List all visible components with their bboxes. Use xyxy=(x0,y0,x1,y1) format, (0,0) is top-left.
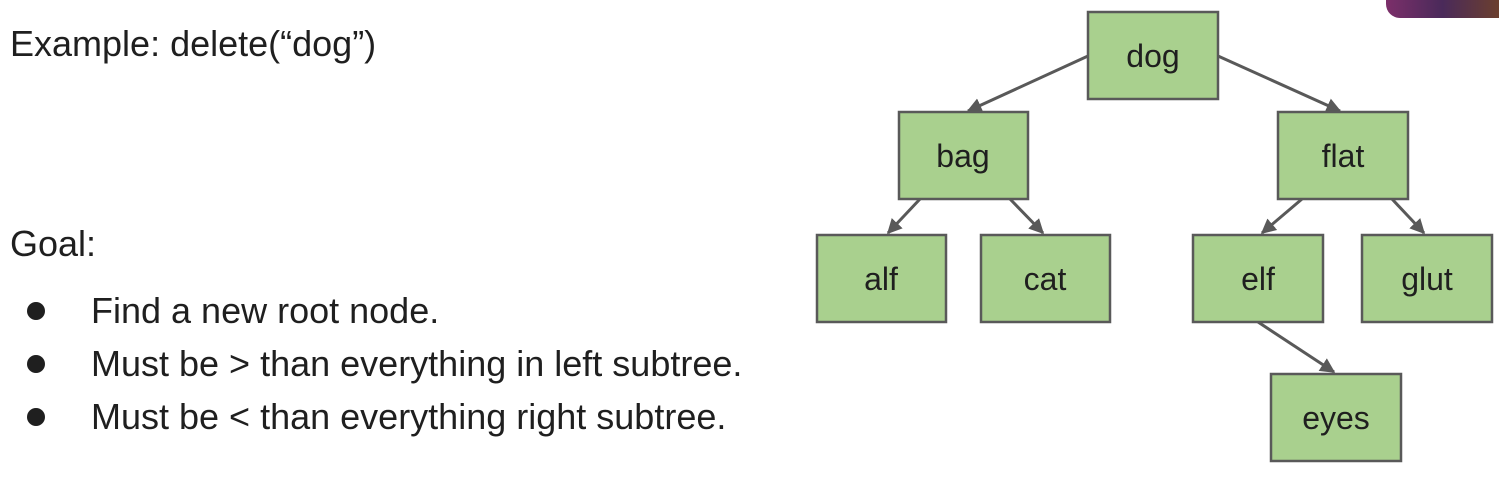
edge-flat-glut xyxy=(1390,197,1426,235)
tree-node-glut: glut xyxy=(1360,233,1494,324)
bullet-dot-icon xyxy=(27,302,45,320)
edge-dog-bag xyxy=(966,54,1089,113)
bullet-dot-icon xyxy=(27,355,45,373)
tree-node-bag: bag xyxy=(897,110,1030,201)
tree-node-elf: elf xyxy=(1191,233,1325,324)
bullet-dot-icon xyxy=(27,408,45,426)
edge-flat-elf xyxy=(1260,197,1303,235)
tree-node-eyes: eyes xyxy=(1269,372,1403,463)
bullet-text: Must be > than everything in left subtre… xyxy=(91,343,743,384)
tree-edges xyxy=(886,54,1426,374)
edge-bag-alf xyxy=(886,197,922,235)
node-label-flat: flat xyxy=(1322,138,1365,174)
edge-dog-flat xyxy=(1217,54,1342,113)
bullet-text: Must be < than everything right subtree. xyxy=(91,396,727,437)
bullet-text: Find a new root node. xyxy=(91,290,440,331)
goal-label: Goal: xyxy=(10,223,97,264)
tree-node-flat: flat xyxy=(1276,110,1410,201)
tree-node-alf: alf xyxy=(815,233,948,324)
node-label-alf: alf xyxy=(864,261,898,297)
presenter-video-thumbnail xyxy=(1386,0,1499,18)
edge-elf-eyes xyxy=(1257,320,1336,374)
tree-node-dog: dog xyxy=(1086,10,1220,101)
node-label-elf: elf xyxy=(1241,261,1275,297)
tree-node-cat: cat xyxy=(979,233,1112,324)
edge-bag-cat xyxy=(1008,197,1045,235)
node-label-cat: cat xyxy=(1024,261,1067,297)
node-label-dog: dog xyxy=(1126,38,1179,74)
node-label-eyes: eyes xyxy=(1302,400,1370,436)
slide-title: Example: delete(“dog”) xyxy=(10,23,377,64)
node-label-glut: glut xyxy=(1401,261,1453,297)
node-label-bag: bag xyxy=(936,138,989,174)
